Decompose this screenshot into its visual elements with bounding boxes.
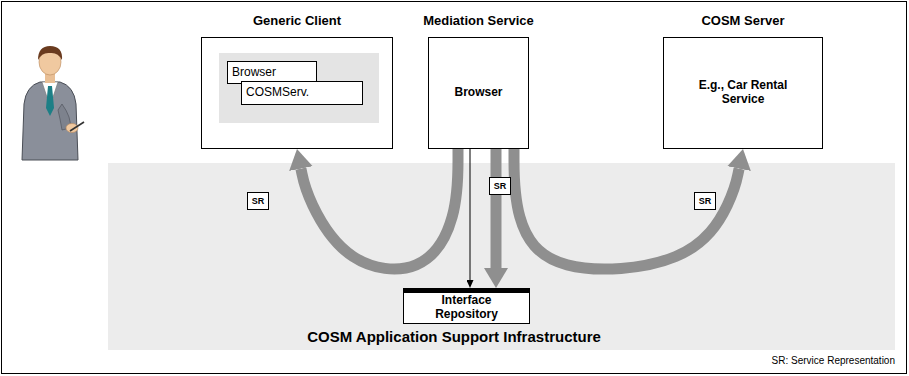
box-label: SR: [494, 181, 507, 191]
service-box: Mediation ServiceBrowser: [428, 37, 529, 149]
client-box: Generic ClientBrowserCOSMServ.: [201, 37, 393, 149]
box-label: SR: [252, 196, 265, 206]
flow-arrow: [301, 149, 458, 269]
pen: [70, 122, 84, 131]
component-box: COSMServ.: [241, 81, 363, 105]
suit-jacket: [22, 82, 78, 160]
box-label: SR: [699, 196, 712, 206]
box-heading: Generic Client: [253, 14, 341, 29]
legend-note: SR: Service Representation: [772, 355, 895, 366]
necktie: [46, 86, 54, 116]
person-illustration: [22, 46, 84, 160]
box-heading: Mediation Service: [423, 14, 534, 29]
flow-arrow: [491, 149, 502, 268]
box-label: E.g., Car Rental Service: [695, 79, 791, 107]
infrastructure-band: COSM Application Support Infrastructure S…: [108, 163, 895, 350]
hand: [66, 124, 78, 133]
flow-arrow: [514, 149, 739, 269]
repository-box: Interface Repository: [403, 288, 530, 324]
sr-tag: SR: [489, 177, 511, 195]
box-label: Browser: [232, 66, 276, 80]
box-label: COSMServ.: [246, 86, 309, 100]
hair: [38, 46, 62, 60]
reference-arrow: [470, 149, 471, 280]
box-label: Browser: [454, 86, 502, 100]
box-heading: COSM Server: [701, 14, 784, 29]
sr-tag: SR: [247, 192, 269, 210]
sr-tag: SR: [694, 192, 716, 210]
server-box: COSM ServerE.g., Car Rental Service: [663, 37, 823, 149]
band-title: COSM Application Support Infrastructure: [307, 328, 601, 345]
box-label: Interface Repository: [421, 294, 513, 322]
